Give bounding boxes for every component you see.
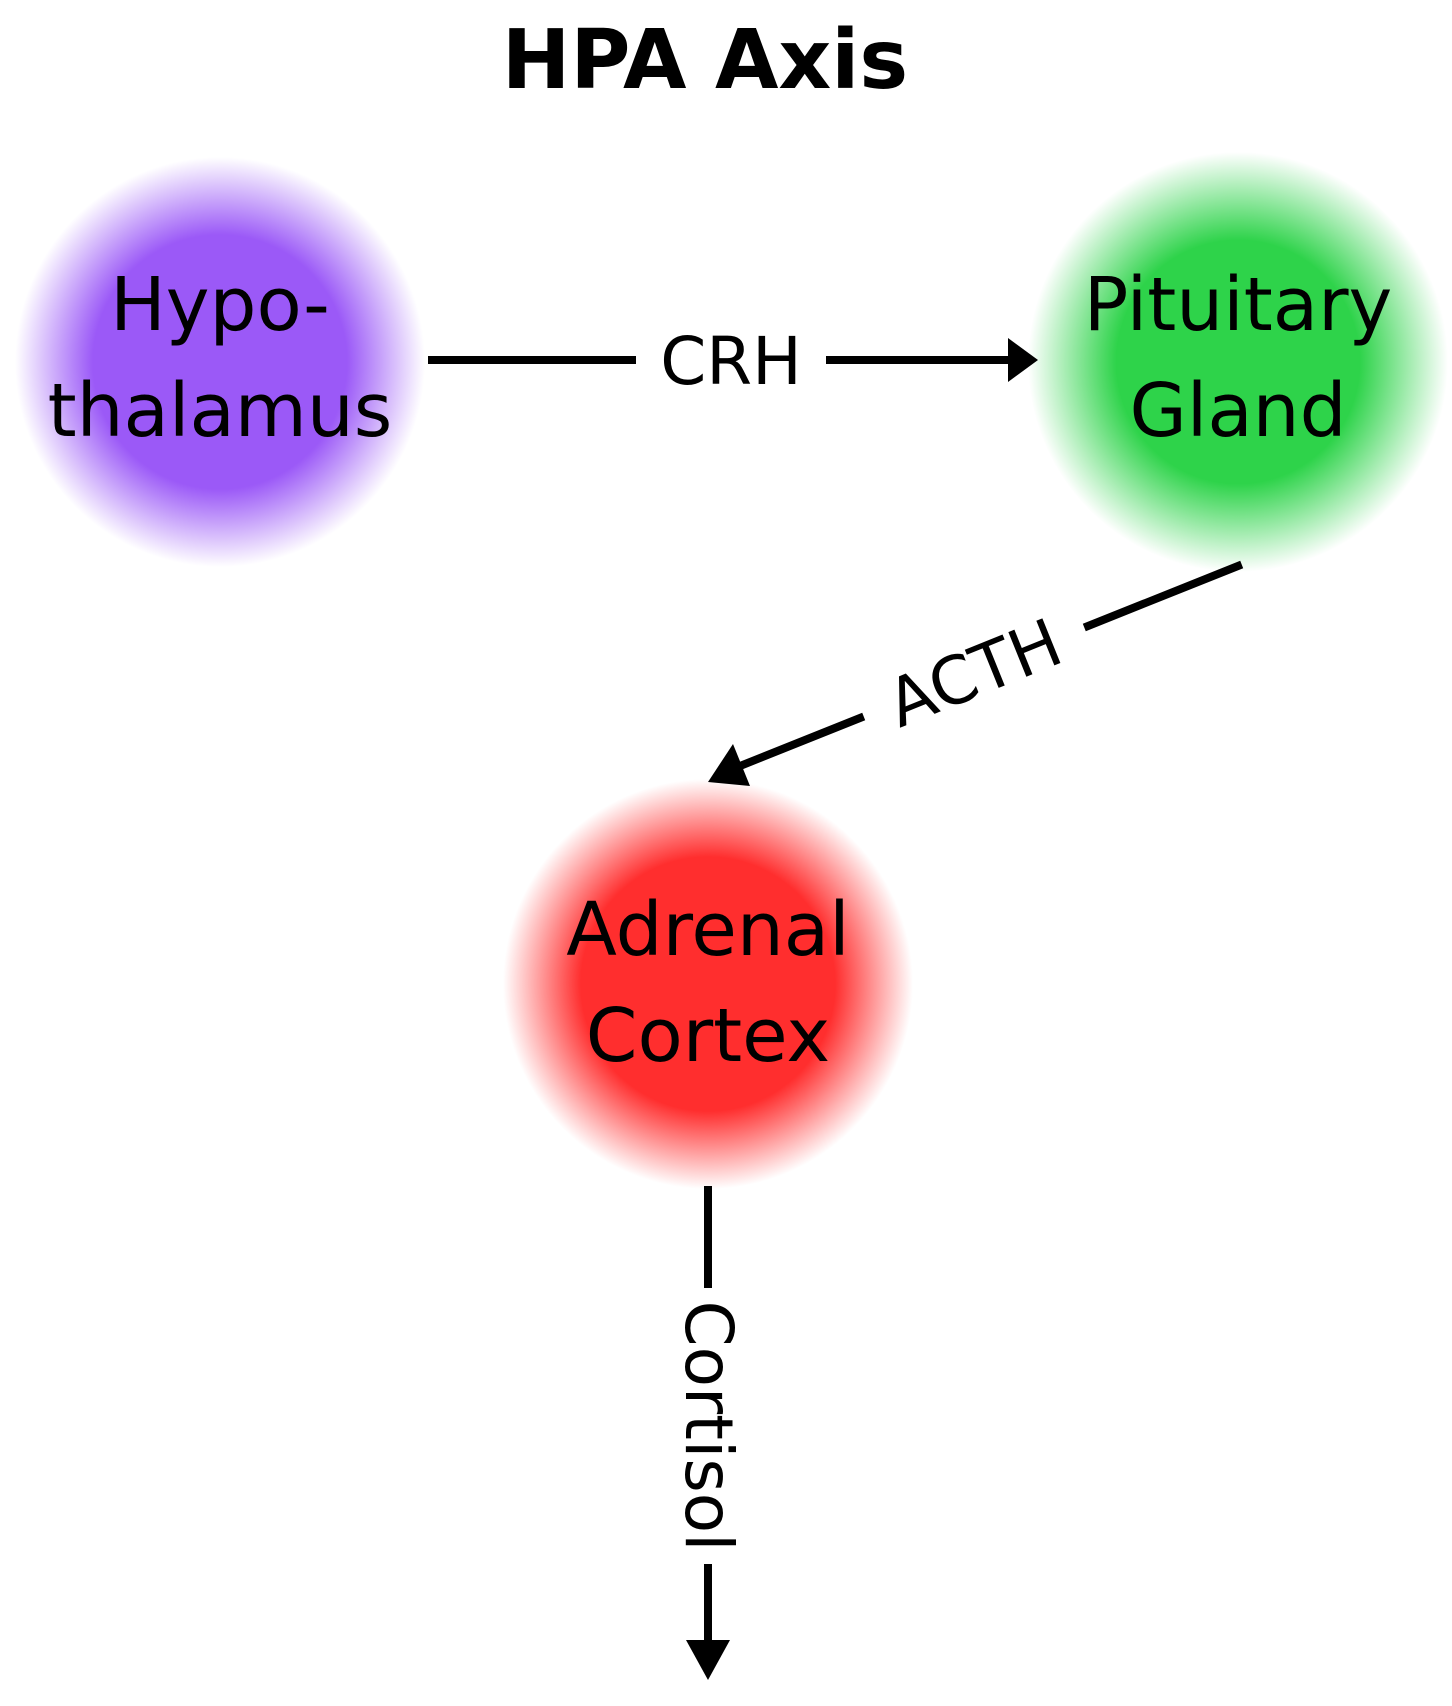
edge-crh-arrowhead bbox=[1008, 338, 1038, 382]
edge-cortisol-arrowhead bbox=[686, 1640, 730, 1680]
node-hypothalamus-label-line2: thalamus bbox=[48, 368, 393, 454]
node-pituitary: Pituitary Gland bbox=[1028, 152, 1448, 572]
diagram-title: HPA Axis bbox=[502, 13, 908, 108]
node-pituitary-circle bbox=[1028, 152, 1448, 572]
node-hypothalamus-circle bbox=[15, 157, 425, 567]
edge-acth-label: ACTH bbox=[877, 604, 1073, 743]
edge-acth: ACTH bbox=[708, 560, 1244, 786]
edge-crh: CRH bbox=[428, 323, 1038, 400]
edge-cortisol: Cortisol bbox=[670, 1186, 747, 1680]
node-adrenal-label-line1: Adrenal bbox=[566, 887, 849, 973]
node-adrenal-label-line2: Cortex bbox=[586, 993, 830, 1079]
node-pituitary-label-line1: Pituitary bbox=[1084, 262, 1393, 348]
node-hypothalamus-label-line1: Hypo- bbox=[110, 262, 330, 348]
edge-crh-label: CRH bbox=[660, 323, 802, 400]
edge-acth-arrowhead bbox=[708, 744, 750, 786]
edge-cortisol-label: Cortisol bbox=[670, 1301, 747, 1552]
edge-acth-line-lower bbox=[734, 712, 866, 772]
edge-acth-line-upper bbox=[1082, 560, 1244, 632]
node-adrenal-circle bbox=[503, 779, 913, 1189]
node-pituitary-label-line2: Gland bbox=[1129, 368, 1346, 454]
node-adrenal: Adrenal Cortex bbox=[503, 779, 913, 1189]
node-hypothalamus: Hypo- thalamus bbox=[15, 157, 425, 567]
